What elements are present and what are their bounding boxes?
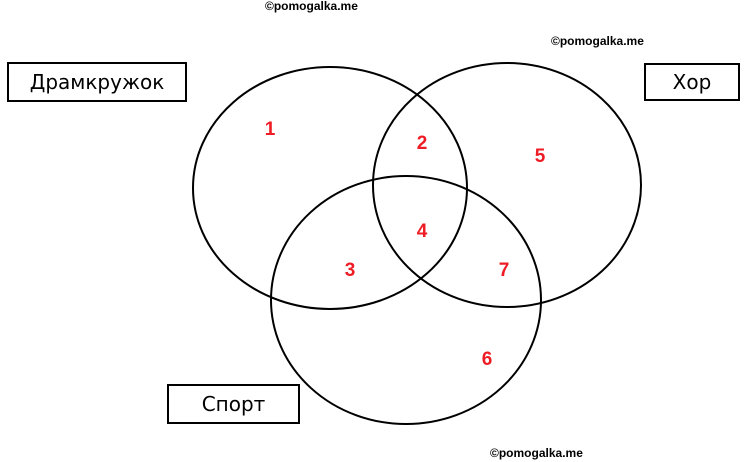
circle-choir	[372, 62, 642, 308]
set-label-drama: Драмкружок	[7, 62, 187, 102]
region-number-2: 2	[416, 133, 428, 154]
region-number-7: 7	[498, 260, 510, 281]
circle-drama	[192, 66, 468, 310]
watermark-right: ©pomogalka.me	[551, 34, 644, 48]
set-label-sport: Спорт	[167, 384, 300, 424]
circle-sport	[270, 175, 542, 425]
set-label-choir: Хор	[644, 63, 740, 101]
watermark-top: ©pomogalka.me	[265, 0, 358, 13]
watermark-bottom: ©pomogalka.me	[490, 446, 583, 460]
region-number-6: 6	[481, 349, 493, 370]
region-number-3: 3	[344, 260, 356, 281]
region-number-4: 4	[416, 221, 428, 242]
region-number-5: 5	[534, 146, 546, 167]
region-number-1: 1	[264, 119, 276, 140]
